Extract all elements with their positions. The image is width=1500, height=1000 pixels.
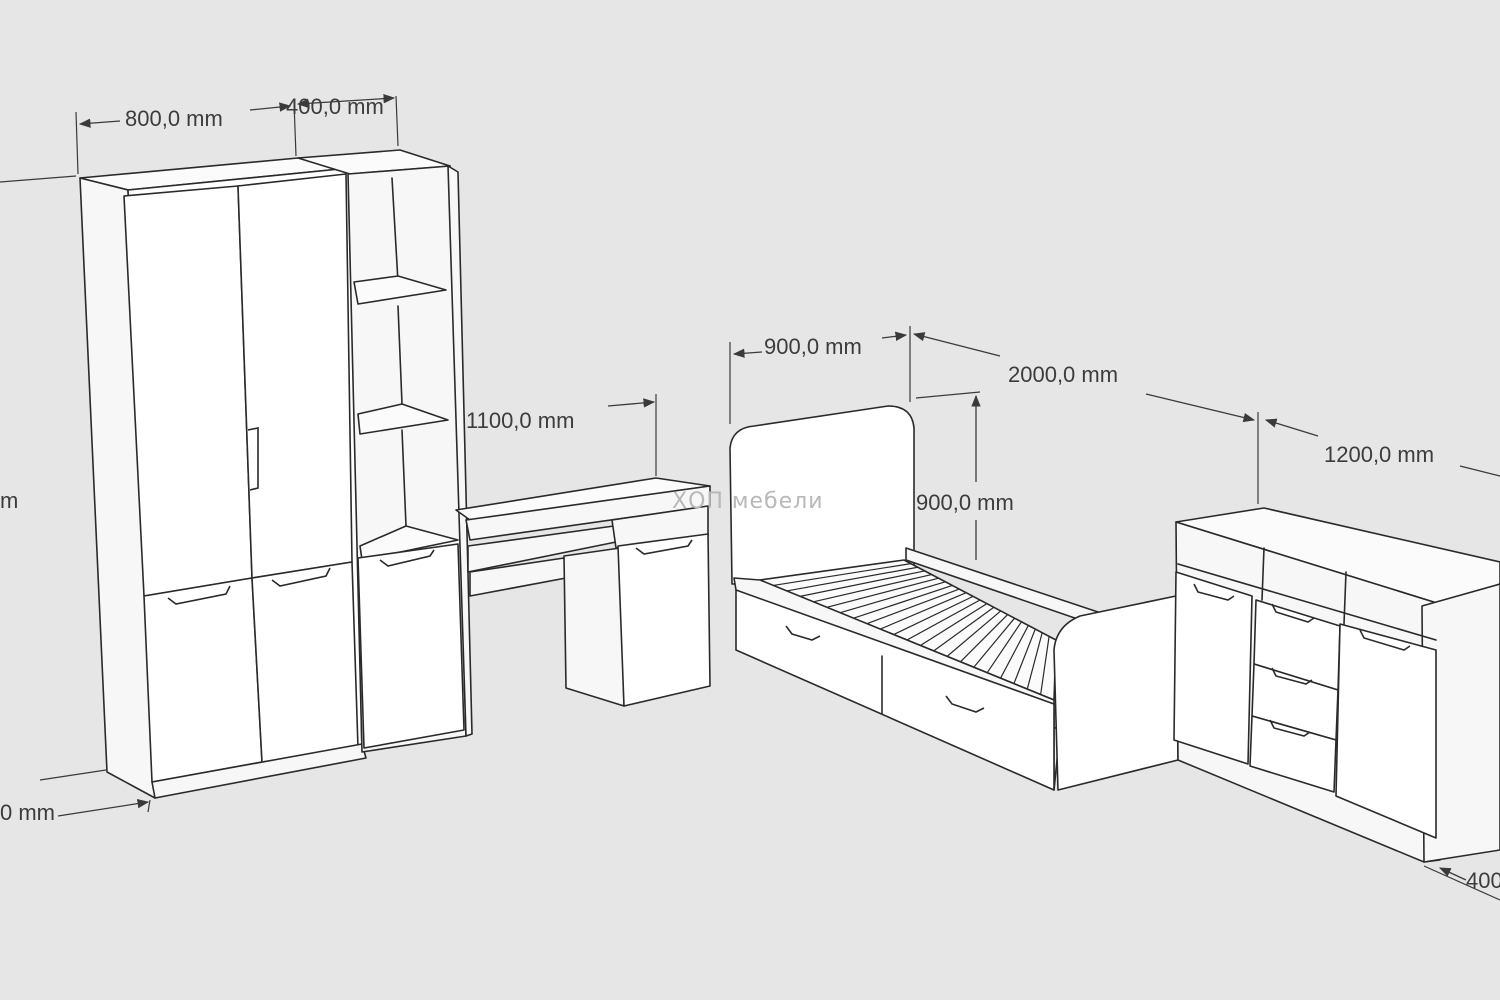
dim-label-wardrobe-depth: 0 mm — [0, 800, 55, 825]
bed-drawer-handle-2 — [945, 695, 985, 713]
watermark: ХОП мебели — [672, 489, 824, 514]
bed-slat — [960, 614, 1009, 663]
dresser-right-handle — [1359, 629, 1411, 651]
shelf-2 — [357, 403, 449, 435]
shelf-unit-door — [357, 543, 465, 749]
bed-slats — [773, 563, 1050, 695]
bed-slat — [880, 592, 967, 630]
wardrobe-door-lower-left — [143, 577, 263, 783]
dresser-drawer-3 — [1249, 715, 1337, 793]
bed-slat — [920, 603, 988, 646]
dresser-left-door — [1173, 571, 1253, 765]
dresser — [1173, 507, 1500, 863]
dim-label-shelf-depth: 400,0 mm — [286, 94, 384, 119]
dimension-labels: 800,0 mm 400,0 mm m 0 mm 1100,0 mm 900,0… — [0, 94, 1500, 893]
bed-slat — [933, 606, 995, 652]
wardrobe-door-lower-middle — [251, 561, 359, 763]
wardrobe-door-handle — [247, 427, 259, 491]
wardrobe-lower-handle-middle — [271, 567, 331, 587]
dresser-right-door — [1335, 623, 1437, 839]
shelf-unit-side — [447, 165, 473, 737]
dresser-drawer-1-handle — [1271, 603, 1315, 623]
dim-label-wardrobe-width: 800,0 mm — [125, 106, 223, 131]
bed-slat — [893, 595, 974, 636]
bed-slat — [1000, 625, 1029, 679]
bed-slat — [946, 610, 1002, 657]
dim-label-desk-width: 1100,0 mm — [466, 408, 574, 433]
bed-slat — [1013, 628, 1036, 684]
dresser-drawer-3-handle — [1269, 719, 1311, 737]
wardrobe-lower-handle-left — [167, 585, 231, 605]
desk — [455, 477, 711, 707]
bed-slat — [813, 573, 932, 603]
bed-slat — [1026, 632, 1043, 690]
desk-pedestal-side — [563, 547, 625, 707]
dresser-drawer-2-handle — [1271, 667, 1313, 685]
bed-slat — [866, 588, 960, 625]
bed-slat — [973, 617, 1016, 668]
bed-slat — [799, 570, 925, 597]
bed-slat — [906, 599, 981, 641]
bed-drawer-handle-1 — [785, 625, 821, 641]
desk-pedestal-door — [617, 533, 711, 707]
bed-slat — [786, 566, 918, 592]
shelf-1 — [353, 275, 447, 305]
shelf-unit — [297, 149, 473, 753]
bed-slat — [773, 563, 912, 587]
wardrobe-plinth — [151, 743, 367, 799]
bed-slat — [853, 584, 953, 619]
bed-footboard — [1053, 595, 1179, 791]
dim-label-bed-height: 900,0 mm — [916, 490, 1014, 515]
shelf-3 — [359, 525, 459, 561]
bed-slat — [1040, 636, 1050, 695]
bed-front-panel — [735, 589, 1055, 791]
dim-label-bed-width: 900,0 mm — [764, 334, 862, 359]
dresser-left-handle — [1193, 583, 1235, 601]
desk-top-edge — [465, 485, 711, 541]
bed — [729, 405, 1179, 791]
bed-slat — [840, 581, 946, 614]
wardrobe — [79, 157, 367, 799]
dim-label-dresser-width: 1200,0 mm — [1324, 442, 1434, 467]
bed-slat — [826, 577, 939, 608]
dim-label-bed-length: 2000,0 mm — [1008, 362, 1118, 387]
wardrobe-door-upper-left — [123, 185, 253, 597]
shelf-unit-handle — [379, 549, 435, 567]
desk-door-handle — [635, 539, 693, 555]
wardrobe-door-upper-right — [237, 173, 353, 579]
dim-label-dresser-depth: 400 — [1466, 868, 1500, 893]
bed-headboard — [729, 405, 915, 585]
dimension-lines — [0, 93, 1500, 901]
dim-label-wardrobe-height: m — [0, 488, 18, 513]
bed-slat — [986, 621, 1022, 674]
